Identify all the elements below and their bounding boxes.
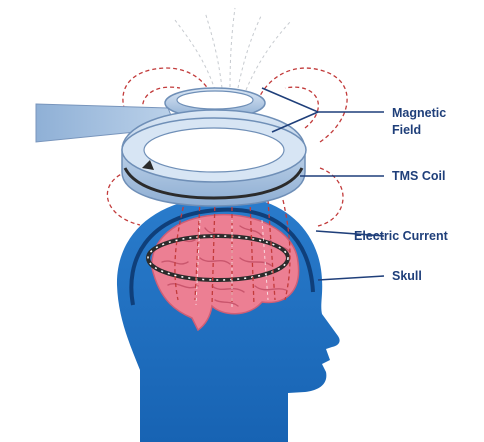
top-coil xyxy=(164,87,266,119)
electric-current-ring xyxy=(146,234,290,282)
field-lines-top xyxy=(174,7,291,91)
label-electric-current: Electric Current xyxy=(354,229,449,243)
brain xyxy=(151,213,300,332)
label-magnetic: Magnetic xyxy=(392,106,446,120)
label-skull: Skull xyxy=(392,269,422,283)
coil-arrow xyxy=(142,160,154,170)
label-field: Field xyxy=(392,123,421,137)
skull-outline xyxy=(129,207,315,306)
brain-field-lines xyxy=(195,219,269,308)
leader-lines xyxy=(261,87,385,281)
label-tms-coil: TMS Coil xyxy=(392,169,445,183)
tms-coil xyxy=(121,109,307,207)
